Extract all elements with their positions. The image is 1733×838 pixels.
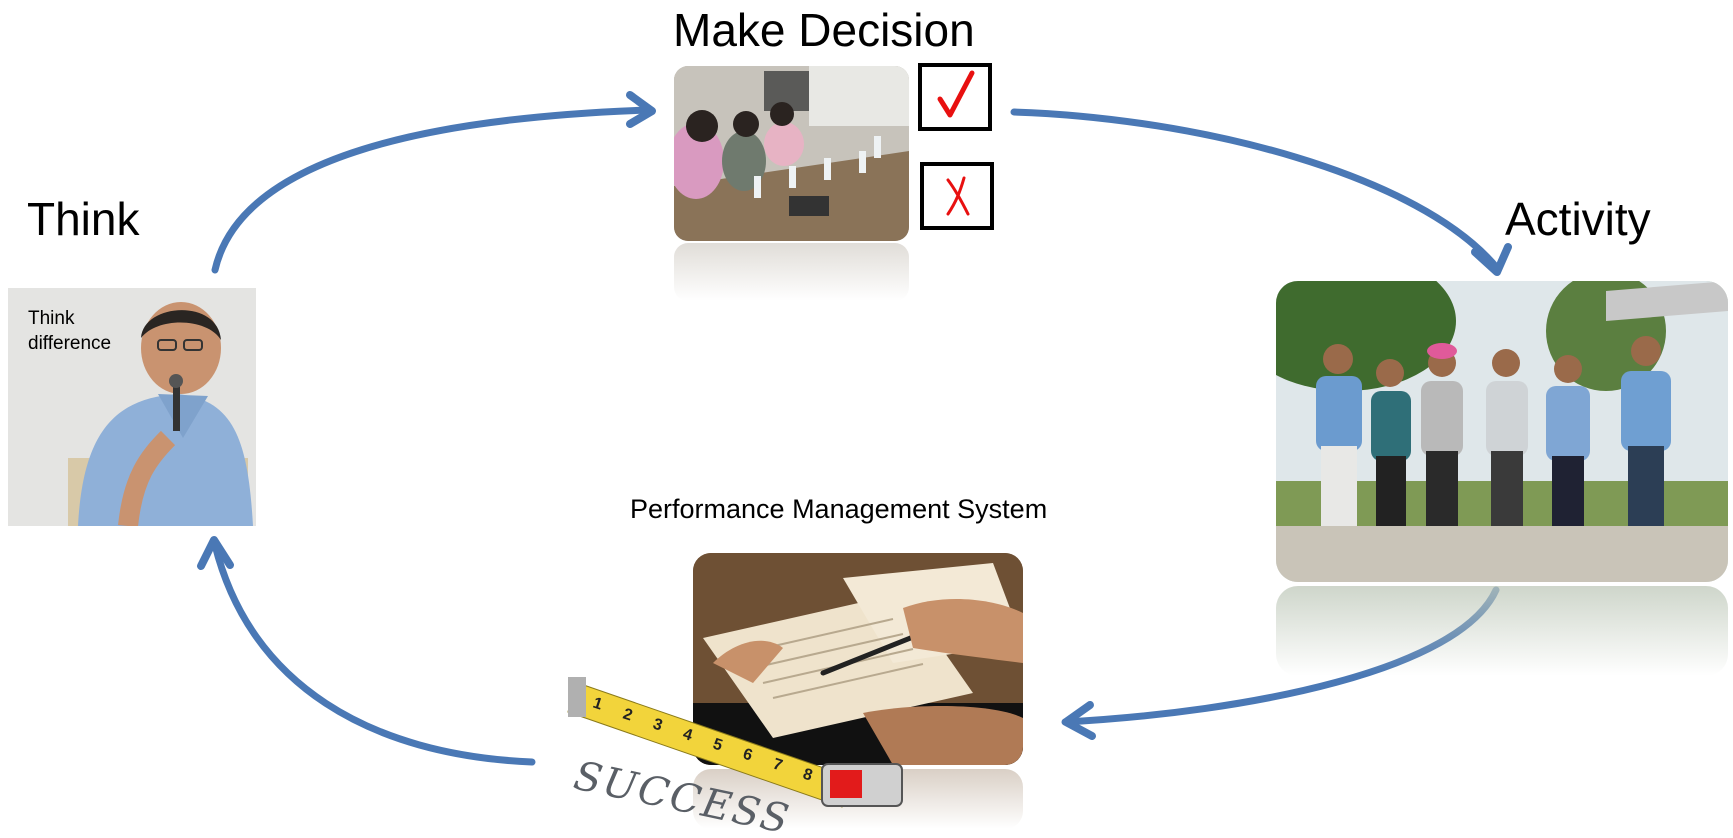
think-caption-line2: difference bbox=[28, 333, 112, 354]
activity-photo-reflection bbox=[1276, 586, 1728, 676]
make-decision-title: Make Decision bbox=[673, 4, 975, 56]
arrow-pms-to-think bbox=[211, 541, 536, 766]
activity-title: Activity bbox=[1505, 193, 1651, 245]
arrow-think-to-decision bbox=[211, 106, 652, 274]
meeting-photo bbox=[674, 66, 909, 241]
documents-photo bbox=[693, 553, 1023, 765]
check-box bbox=[918, 63, 992, 131]
cross-box bbox=[920, 162, 994, 230]
checkmark-icon bbox=[937, 70, 975, 118]
arrowhead-decision bbox=[626, 91, 656, 128]
arrowhead-think bbox=[197, 536, 234, 570]
speaker-illustration bbox=[8, 288, 256, 526]
think-caption: Think difference bbox=[28, 306, 111, 356]
think-caption-line1: Think bbox=[28, 308, 75, 329]
think-title: Think bbox=[27, 193, 140, 245]
performance-management-title: Performance Management System bbox=[630, 494, 1048, 524]
arrowhead-pms bbox=[1062, 701, 1096, 740]
activity-photo bbox=[1276, 281, 1728, 582]
arrowhead-activity bbox=[1471, 243, 1512, 276]
tape-measure-success-illustration: 1 2 3 4 5 6 7 8 9 SUCCESS bbox=[567, 677, 903, 838]
think-photo: Think difference bbox=[8, 288, 256, 526]
meeting-photo-reflection bbox=[674, 243, 909, 301]
cross-icon bbox=[946, 176, 970, 216]
group-photo-illustration bbox=[1276, 281, 1728, 582]
documents-illustration bbox=[693, 553, 1023, 765]
arrow-decision-to-activity bbox=[1010, 108, 1501, 272]
meeting-illustration bbox=[674, 66, 909, 241]
